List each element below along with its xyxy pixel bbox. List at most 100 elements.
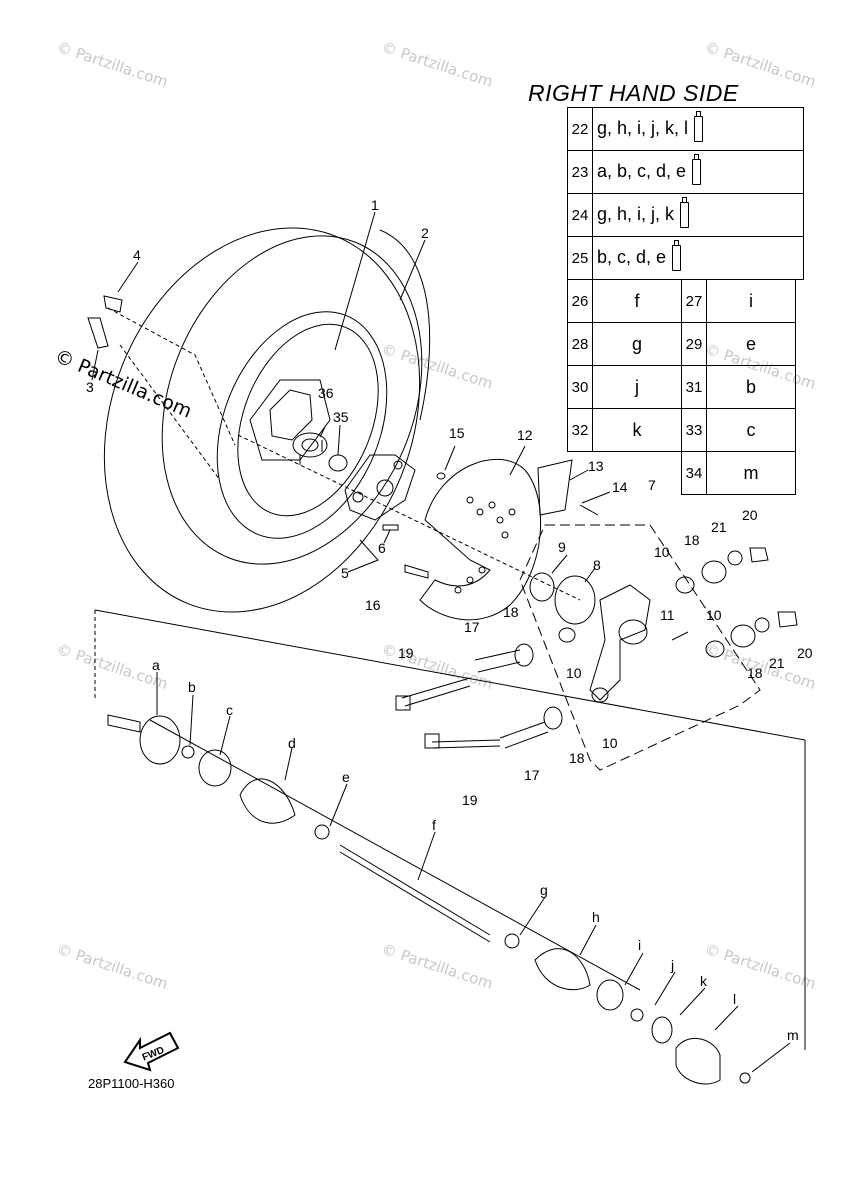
grease-tube-icon: [680, 197, 690, 228]
lube-row: 32 k 33 c: [567, 408, 796, 452]
callout-label: i: [638, 937, 641, 953]
callout-label: 17: [524, 767, 540, 783]
callout-label: 14: [612, 479, 628, 495]
callout-label: 36: [318, 385, 334, 401]
callout-label: 5: [341, 565, 349, 581]
ref-number: 24: [567, 193, 593, 237]
grease-tube-icon: [692, 154, 702, 185]
callout-label: 2: [421, 225, 429, 241]
callout-label: 8: [593, 557, 601, 573]
callout-label: 20: [797, 645, 813, 661]
lube-row: 25 b, c, d, e: [567, 236, 804, 280]
bolts: [395, 643, 563, 749]
callout-label: m: [787, 1027, 799, 1043]
callout-label: b: [188, 679, 196, 695]
ref-number: 23: [567, 150, 593, 194]
leader-lines: [91, 211, 791, 1073]
tire: [103, 227, 431, 613]
callout-label: c: [226, 702, 233, 718]
ref-number: 32: [567, 408, 593, 452]
callout-label: 19: [462, 792, 478, 808]
drive-shaft: [94, 609, 806, 1085]
lube-row: 22 g, h, i, j, k, l: [567, 107, 804, 151]
callout-label: 6: [378, 540, 386, 556]
callout-label: a: [152, 657, 160, 673]
callout-label: 15: [449, 425, 465, 441]
callout-label: 16: [365, 597, 381, 613]
ref-number: 30: [567, 365, 593, 409]
callout-label: 19: [398, 645, 414, 661]
ref-number: 28: [567, 322, 593, 366]
ref-letters: a, b, c, d, e: [592, 150, 804, 194]
callout-label: 18: [747, 665, 763, 681]
callout-label: 7: [648, 477, 656, 493]
reference-lines: [107, 307, 581, 601]
callout-label: 18: [503, 604, 519, 620]
lube-row: 28 g 29 e: [567, 322, 796, 366]
ref-letter: m: [706, 451, 796, 495]
ref-letter: k: [592, 408, 682, 452]
grease-tube-icon: [672, 240, 682, 271]
lube-row: 26 f 27 i: [567, 279, 796, 323]
callout-label: 10: [706, 607, 722, 623]
callout-label: 21: [711, 519, 727, 535]
ref-letters: g, h, i, j, k: [592, 193, 804, 237]
callout-label: k: [700, 973, 708, 989]
callout-label: 17: [464, 619, 480, 635]
callout-label: 20: [742, 507, 758, 523]
ref-number: 34: [681, 451, 707, 495]
callout-label: h: [592, 909, 600, 925]
lube-row: 23 a, b, c, d, e: [567, 150, 804, 194]
lube-row: 24 g, h, i, j, k: [567, 193, 804, 237]
callout-label: g: [540, 882, 548, 898]
lube-table: 22 g, h, i, j, k, l 23 a, b, c, d, e 24 …: [567, 107, 804, 280]
callout-label: 13: [588, 458, 604, 474]
ref-number: 25: [567, 236, 593, 280]
fwd-arrow: FWD: [123, 1031, 180, 1072]
ref-letter: f: [592, 279, 682, 323]
callout-label: 35: [333, 409, 349, 425]
ref-letter: c: [706, 408, 796, 452]
ref-number: 22: [567, 107, 593, 151]
callout-label: 10: [654, 544, 670, 560]
ref-letter: g: [592, 322, 682, 366]
callout-label: 9: [558, 539, 566, 555]
lube-row: 30 j 31 b: [567, 365, 796, 409]
ref-letters: g, h, i, j, k, l: [592, 107, 804, 151]
callout-label: d: [288, 735, 296, 751]
callout-label: 11: [660, 607, 675, 623]
lube-pair-table: 26 f 27 i 28 g 29 e 30 j 31 b 32 k 33 c …: [567, 279, 796, 495]
callout-label: 12: [517, 427, 533, 443]
diagram-code: 28P1100-H360: [88, 1076, 175, 1091]
grease-tube-icon: [694, 111, 704, 142]
callout-label: e: [342, 769, 350, 785]
ref-number: 27: [681, 279, 707, 323]
ref-letter: i: [706, 279, 796, 323]
lube-row: 34 m: [568, 451, 796, 495]
rim: [216, 311, 388, 539]
callout-label: 10: [602, 735, 618, 751]
ref-letter: j: [592, 365, 682, 409]
brake-disc: [404, 458, 599, 621]
callout-label: l: [733, 991, 736, 1007]
callout-label: 4: [133, 247, 141, 263]
ref-number: 33: [681, 408, 707, 452]
lube-table-title: RIGHT HAND SIDE: [528, 80, 739, 106]
callout-label: f: [432, 817, 436, 833]
ref-letter: e: [706, 322, 796, 366]
ref-letters: b, c, d, e: [592, 236, 804, 280]
callout-label: 3: [86, 379, 94, 395]
callout-label: 18: [684, 532, 700, 548]
ref-number: 31: [681, 365, 707, 409]
ref-number: 29: [681, 322, 707, 366]
callout-label: j: [670, 957, 674, 973]
hub-parts: [87, 295, 416, 531]
ref-letter: b: [706, 365, 796, 409]
callout-label: 21: [769, 655, 785, 671]
callout-label: 18: [569, 750, 585, 766]
callout-label: 1: [371, 197, 379, 213]
ref-number: 26: [567, 279, 593, 323]
callout-label: 10: [566, 665, 582, 681]
